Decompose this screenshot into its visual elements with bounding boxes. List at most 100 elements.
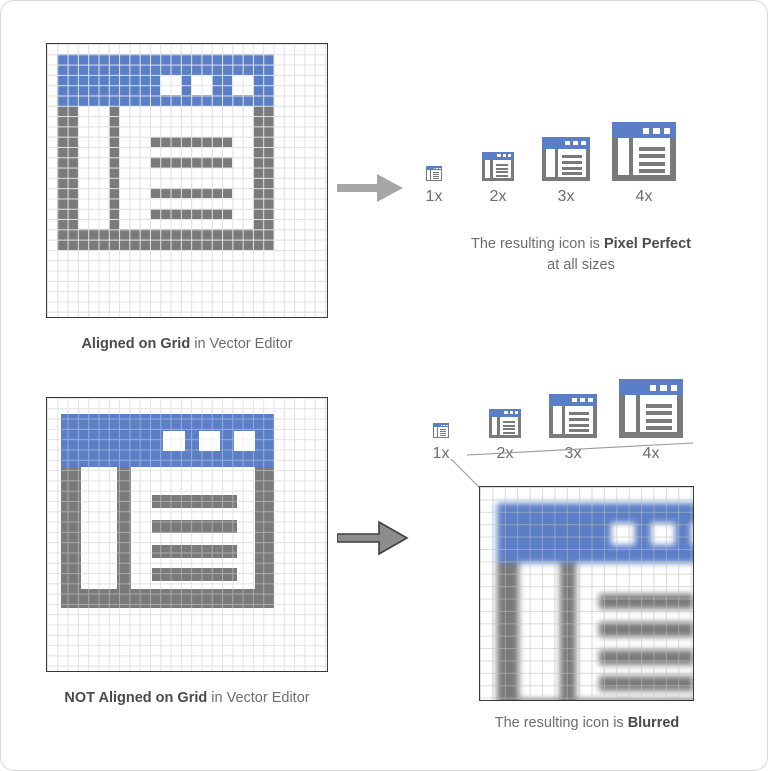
icon-frame-part xyxy=(447,427,449,438)
icon-text-line xyxy=(646,425,672,430)
scale-label-4x: 4x xyxy=(635,188,653,205)
caption-pixel-perfect-strong: Pixel Perfect xyxy=(603,236,692,252)
icon-text-line xyxy=(569,418,589,421)
icon-window-dot xyxy=(573,141,578,146)
scale-label-3x: 3x xyxy=(557,188,575,205)
icon-text-line xyxy=(569,428,589,432)
icon-text-line xyxy=(439,433,447,435)
icon-text-line xyxy=(502,428,516,431)
icon-window-dot xyxy=(660,384,667,391)
icon-text-line xyxy=(432,177,440,179)
caption-not-aligned-rest: in Vector Editor xyxy=(207,690,310,706)
icon-frame-part xyxy=(677,395,683,438)
caption-aligned-strong: Aligned on Grid xyxy=(81,336,191,352)
blurred-result-panel xyxy=(479,486,694,701)
caption-aligned-on-grid: Aligned on Grid in Vector Editor xyxy=(46,336,328,352)
icon-window-dot xyxy=(642,127,650,134)
icon-frame-part xyxy=(497,416,500,436)
icon-window-dot xyxy=(443,424,445,427)
icon-text-line xyxy=(495,167,509,170)
icon-frame-part xyxy=(489,416,492,438)
right-arrow-dark-icon xyxy=(337,520,409,556)
icon-frame-part xyxy=(489,435,521,438)
icon-window-dot xyxy=(572,398,577,403)
icon-text-line xyxy=(432,174,440,176)
icon-frame-part xyxy=(549,406,554,438)
icon-text-line xyxy=(646,418,672,423)
icon-text-line xyxy=(495,171,509,174)
blurred-panel-grid xyxy=(480,487,693,700)
icon-frame-part xyxy=(430,170,432,180)
icon-frame-part xyxy=(628,138,634,176)
icon-frame-part xyxy=(635,395,641,433)
icon-window-dot xyxy=(565,141,570,146)
icon-text-line xyxy=(562,161,582,164)
icon-frame-part xyxy=(592,406,597,438)
icon-frame-part xyxy=(482,178,514,181)
icon-window-dot xyxy=(440,424,443,427)
icon-text-line xyxy=(569,423,589,427)
icon-frame-part xyxy=(585,149,590,181)
icon-frame-part xyxy=(554,149,558,177)
icon-window-dot xyxy=(439,167,441,170)
icon-window-dot xyxy=(515,411,519,415)
icon-text-line xyxy=(639,154,665,159)
icon-text-line xyxy=(432,172,440,174)
icon-window-dot xyxy=(508,154,512,158)
icon-window-dot xyxy=(502,154,506,158)
icon-window-dot xyxy=(671,384,678,391)
icon-window-dot xyxy=(446,424,448,427)
caption-blurred-strong: Blurred xyxy=(627,715,680,731)
icon-frame-part xyxy=(482,159,485,181)
browser-window-icon xyxy=(426,166,442,181)
icon-frame-part xyxy=(670,138,676,181)
caption-pixel-perfect-line2: at all sizes xyxy=(547,257,615,273)
browser-window-icon xyxy=(542,137,590,181)
icon-frame-part xyxy=(433,436,449,438)
icon-frame-part xyxy=(619,432,683,438)
icon-frame-part xyxy=(612,138,618,181)
icon-window-dot xyxy=(664,127,671,134)
scale-label-4x: 4x xyxy=(642,445,660,462)
icon-text-line xyxy=(502,420,516,423)
caption-pixel-perfect-prefix: The resulting icon is xyxy=(470,236,604,252)
not-aligned-icon-artwork xyxy=(47,398,327,671)
icon-text-line xyxy=(439,429,447,431)
scale-label-2x: 2x xyxy=(489,188,507,205)
icon-text-line xyxy=(502,424,516,427)
editor-grid-lines-overlay-2 xyxy=(47,398,327,671)
icon-text-line xyxy=(495,163,509,166)
browser-window-icon xyxy=(433,423,449,438)
icon-frame-part xyxy=(561,406,565,434)
icon-window-dot xyxy=(588,398,593,403)
right-arrow-light-icon xyxy=(337,174,403,202)
icon-text-line xyxy=(439,434,447,436)
browser-window-icon xyxy=(549,394,597,438)
browser-window-icon xyxy=(489,408,521,438)
browser-window-icon xyxy=(612,122,676,181)
icon-window-dot xyxy=(653,127,660,134)
icon-window-dot xyxy=(509,411,513,415)
icon-text-line xyxy=(639,146,665,151)
icon-frame-part xyxy=(612,175,676,181)
icon-text-line xyxy=(646,403,672,408)
icon-text-line xyxy=(562,166,582,170)
icon-frame-part xyxy=(490,159,493,179)
caption-aligned-rest: in Vector Editor xyxy=(190,336,293,352)
icon-frame-part xyxy=(619,395,625,438)
icon-frame-part xyxy=(426,170,428,181)
caption-not-aligned-on-grid: NOT Aligned on Grid in Vector Editor xyxy=(46,690,328,706)
icon-text-line xyxy=(502,431,516,434)
icon-text-line xyxy=(495,174,509,177)
vector-editor-panel-not-aligned xyxy=(46,397,328,672)
icon-text-line xyxy=(646,411,672,416)
caption-not-aligned-strong: NOT Aligned on Grid xyxy=(64,690,208,706)
icon-frame-part xyxy=(542,176,590,181)
icon-text-line xyxy=(639,168,665,173)
browser-window-icon xyxy=(619,379,683,438)
icon-text-line xyxy=(432,176,440,178)
icon-frame-part xyxy=(437,427,439,437)
